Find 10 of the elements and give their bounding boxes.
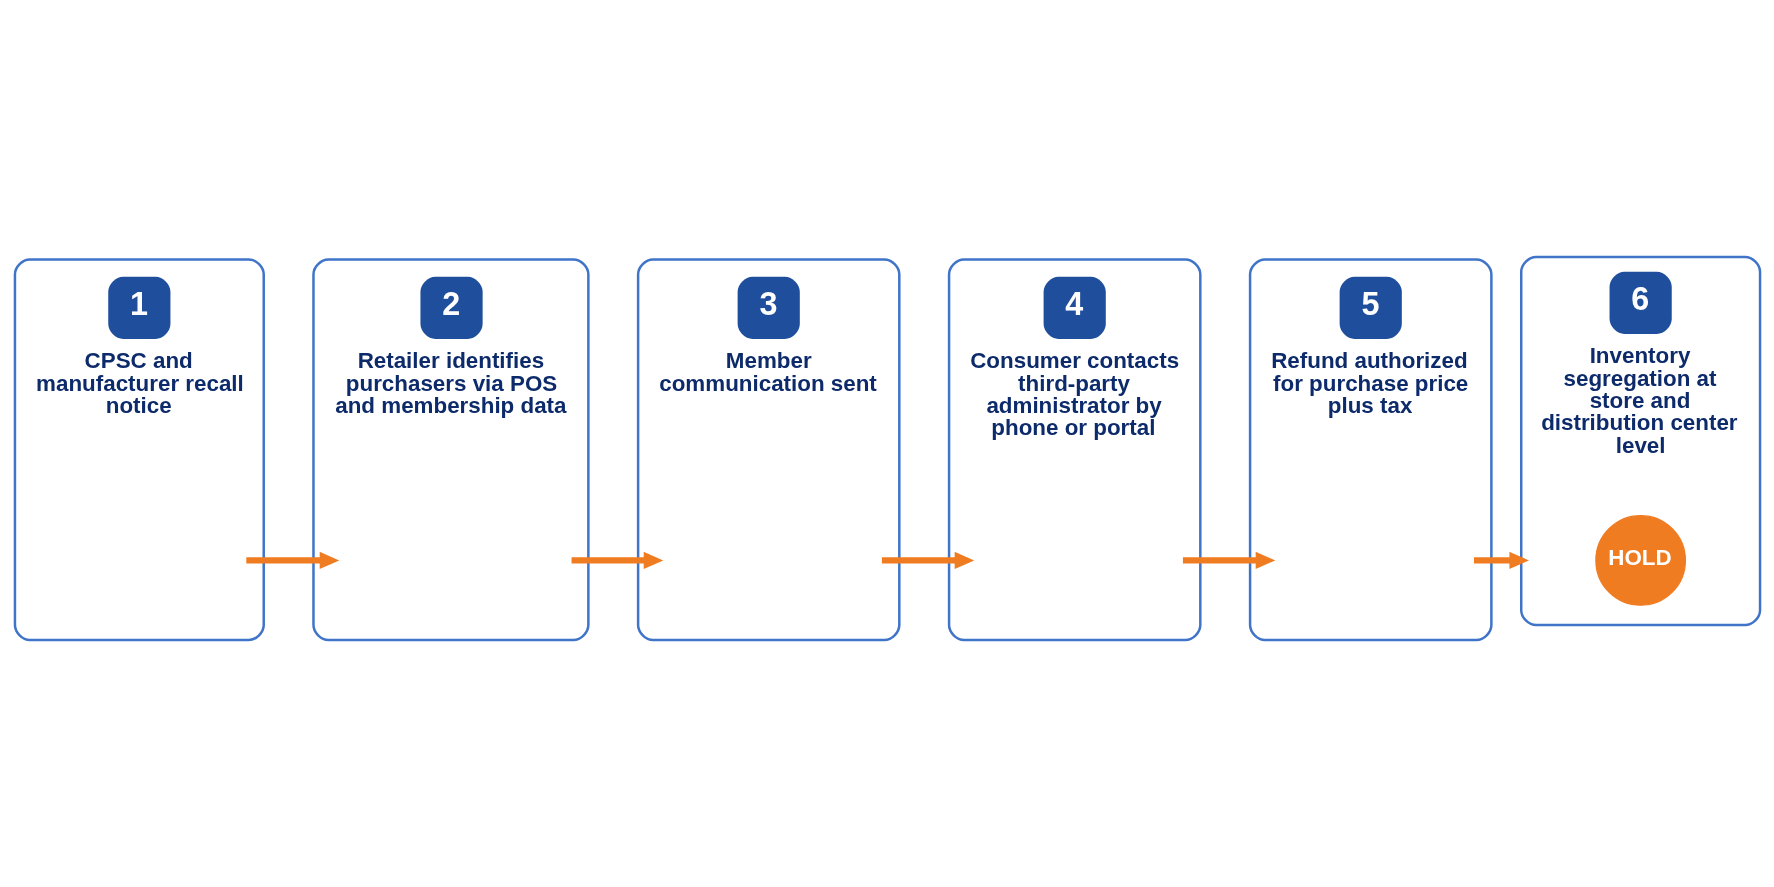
node-box: 2 Retailer identifies purchasers via POS and membership data	[311, 258, 590, 642]
node-box: 4 Consumer contacts third-party administrator by phone or portal	[947, 258, 1202, 642]
arrow	[881, 551, 974, 569]
node-box: 3 Member communication sent	[636, 258, 901, 642]
node-box: 5 Refund authorized for purchase price plus tax	[1248, 258, 1493, 642]
arrow	[1473, 551, 1529, 569]
arrow	[1182, 551, 1275, 569]
arrow	[245, 551, 339, 569]
node-box: 1 CPSC and manufacturer recall notice	[13, 258, 265, 642]
node-circle: HOLD	[1594, 515, 1686, 606]
